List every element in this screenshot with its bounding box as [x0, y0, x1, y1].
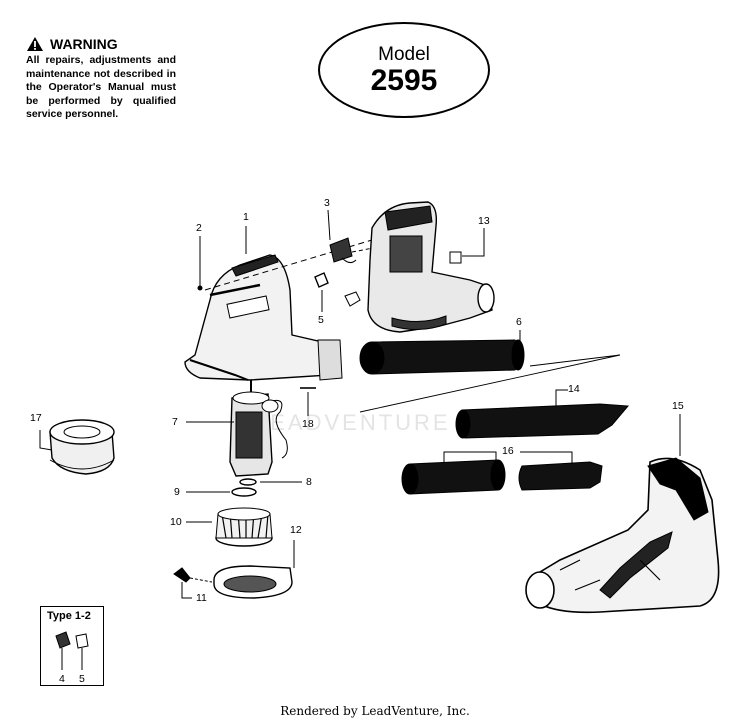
motor-part — [229, 380, 288, 477]
callout-1: 1 — [243, 211, 249, 223]
model-number: 2595 — [370, 64, 438, 97]
impeller-part — [215, 507, 273, 547]
callout-11: 11 — [196, 592, 207, 604]
callout-3: 3 — [324, 197, 330, 209]
bag-part — [525, 457, 720, 614]
warning-text: All repairs, adjustments and maintenance… — [26, 54, 176, 120]
housing-part — [184, 254, 343, 381]
leader-3 — [327, 209, 331, 241]
warning-heading: WARNING — [26, 36, 176, 52]
tube-sections-part — [401, 459, 603, 495]
type-callout-5: 5 — [79, 673, 85, 685]
type-box-art — [55, 631, 89, 670]
model-label: Model — [378, 44, 430, 65]
callout-8: 8 — [306, 476, 312, 488]
leader-16a — [443, 451, 497, 462]
callout-18: 18 — [302, 418, 314, 430]
warning-triangle-icon — [27, 37, 43, 51]
callout-10: 10 — [170, 516, 182, 528]
nozzle-tube-part — [455, 403, 630, 439]
callout-2: 2 — [196, 222, 202, 234]
callout-15: 15 — [672, 400, 684, 412]
leader-14 — [555, 389, 568, 406]
callout-17: 17 — [30, 412, 42, 424]
leader-11 — [181, 582, 192, 599]
type-callout-4: 4 — [59, 673, 65, 685]
callout-16: 16 — [502, 445, 514, 457]
callout-13: 13 — [478, 215, 490, 227]
callout-12: 12 — [290, 524, 302, 536]
callout-14: 14 — [568, 383, 580, 395]
tube-part — [359, 339, 525, 375]
switch-part — [329, 237, 357, 264]
type-label: Type 1-2 — [47, 610, 91, 622]
warning-title: WARNING — [50, 36, 118, 52]
callout-6: 6 — [516, 316, 522, 328]
callout-7: 7 — [172, 416, 178, 428]
model-oval: Model 2595 — [318, 22, 490, 118]
cover-part — [213, 565, 293, 599]
leader-17 — [39, 430, 53, 451]
upper-housing-part — [344, 201, 495, 333]
bushing-part — [49, 419, 115, 475]
footer-credit: Rendered by LeadVenture, Inc. — [280, 704, 470, 718]
type-box: Type 1-2 4 5 — [40, 606, 104, 686]
watermark: LEADVENTURE — [255, 410, 451, 435]
callout-5: 5 — [318, 314, 324, 326]
warning-block: WARNING All repairs, adjustments and mai… — [26, 36, 176, 122]
callout-9: 9 — [174, 486, 180, 498]
leader-16b — [520, 451, 573, 464]
leader-13 — [462, 228, 485, 257]
